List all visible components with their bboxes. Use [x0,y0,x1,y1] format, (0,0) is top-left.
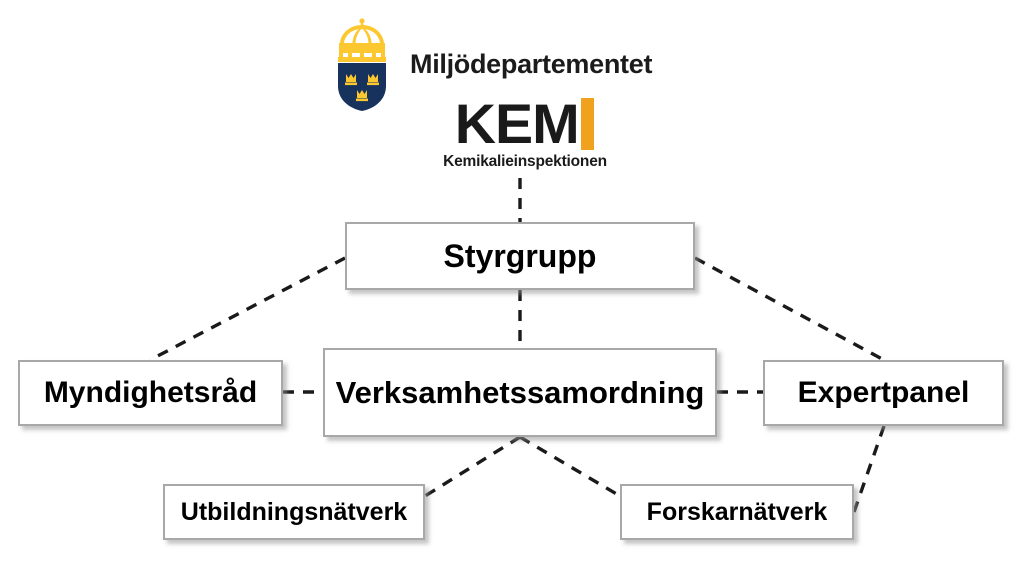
node-utbildningsnatverk[interactable]: Utbildningsnätverk [163,484,425,540]
kemi-logo: KEM Kemikalieinspektionen [440,96,610,171]
ministry-name-label: Miljödepartementet [410,48,653,79]
node-styrgrupp-label: Styrgrupp [443,238,597,274]
node-utbildningsnatverk-label: Utbildningsnätverk [180,497,408,526]
kemi-wordmark-text: KEM [454,92,580,155]
node-myndighetsrad[interactable]: Myndighetsråd [18,360,283,426]
edge-styrgrupp-expertpanel [694,256,885,362]
ministry-header: Miljödepartementet [330,16,652,112]
node-forskarnatverk-label: Forskarnätverk [646,497,828,526]
node-myndighetsrad-label: Myndighetsråd [43,376,258,409]
node-expertpanel[interactable]: Expertpanel [763,360,1004,426]
edge-verksamhet-utbildning [424,435,521,498]
node-verksamhetssamordning-label: Verksamhetssamordning [335,375,705,410]
swedish-coat-of-arms-icon [330,16,394,112]
kemi-accent-bar-icon [581,98,595,150]
node-expertpanel-label: Expertpanel [797,376,970,409]
edge-expertpanel-forskar [852,425,886,513]
node-verksamhetssamordning[interactable]: Verksamhetssamordning [323,348,717,437]
node-forskarnatverk[interactable]: Forskarnätverk [620,484,854,540]
edge-verksamhet-forskar [519,435,621,498]
edge-styrgrupp-myndighetsrad [149,256,346,362]
node-styrgrupp[interactable]: Styrgrupp [345,222,695,290]
kemi-subtitle-label: Kemikalieinspektionen [443,153,607,170]
kemi-wordmark: KEM [440,96,610,152]
